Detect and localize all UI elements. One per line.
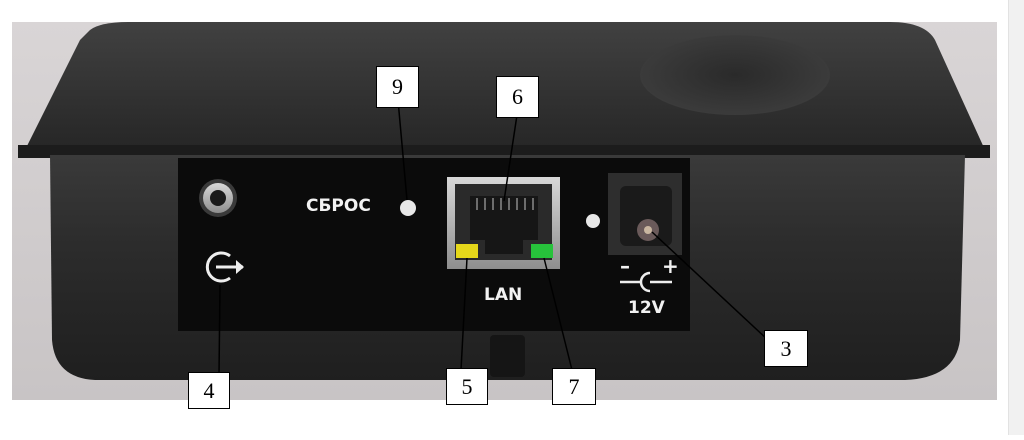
callout-9: 9 [376,66,419,108]
callout-6: 6 [496,76,539,118]
green-led-icon [531,244,553,258]
scrollbar[interactable] [1008,0,1024,435]
leader-lines [218,99,769,376]
polarity-minus-label: – [620,254,630,278]
dc-power-socket-icon [608,173,682,255]
power-indicator-dot [586,214,600,228]
lan-label: LAN [484,285,523,305]
yellow-led-icon [456,244,478,258]
voltage-label: 12V [628,298,665,318]
reset-hole-icon [400,200,416,216]
callout-7: 7 [552,368,596,405]
dc-polarity-icon [620,271,672,293]
audio-jack-icon [199,179,237,217]
callout-5: 5 [446,368,488,405]
device-illustration [12,22,997,400]
device-rim [18,145,990,158]
connector-panel [178,158,690,331]
device-foot [490,335,525,377]
reset-label: СБРОС [306,196,371,216]
callout-4: 4 [188,372,230,409]
audio-out-icon [205,251,244,283]
polarity-plus-label: + [662,254,679,278]
callout-3: 3 [764,330,808,367]
lid-bump [640,35,830,115]
